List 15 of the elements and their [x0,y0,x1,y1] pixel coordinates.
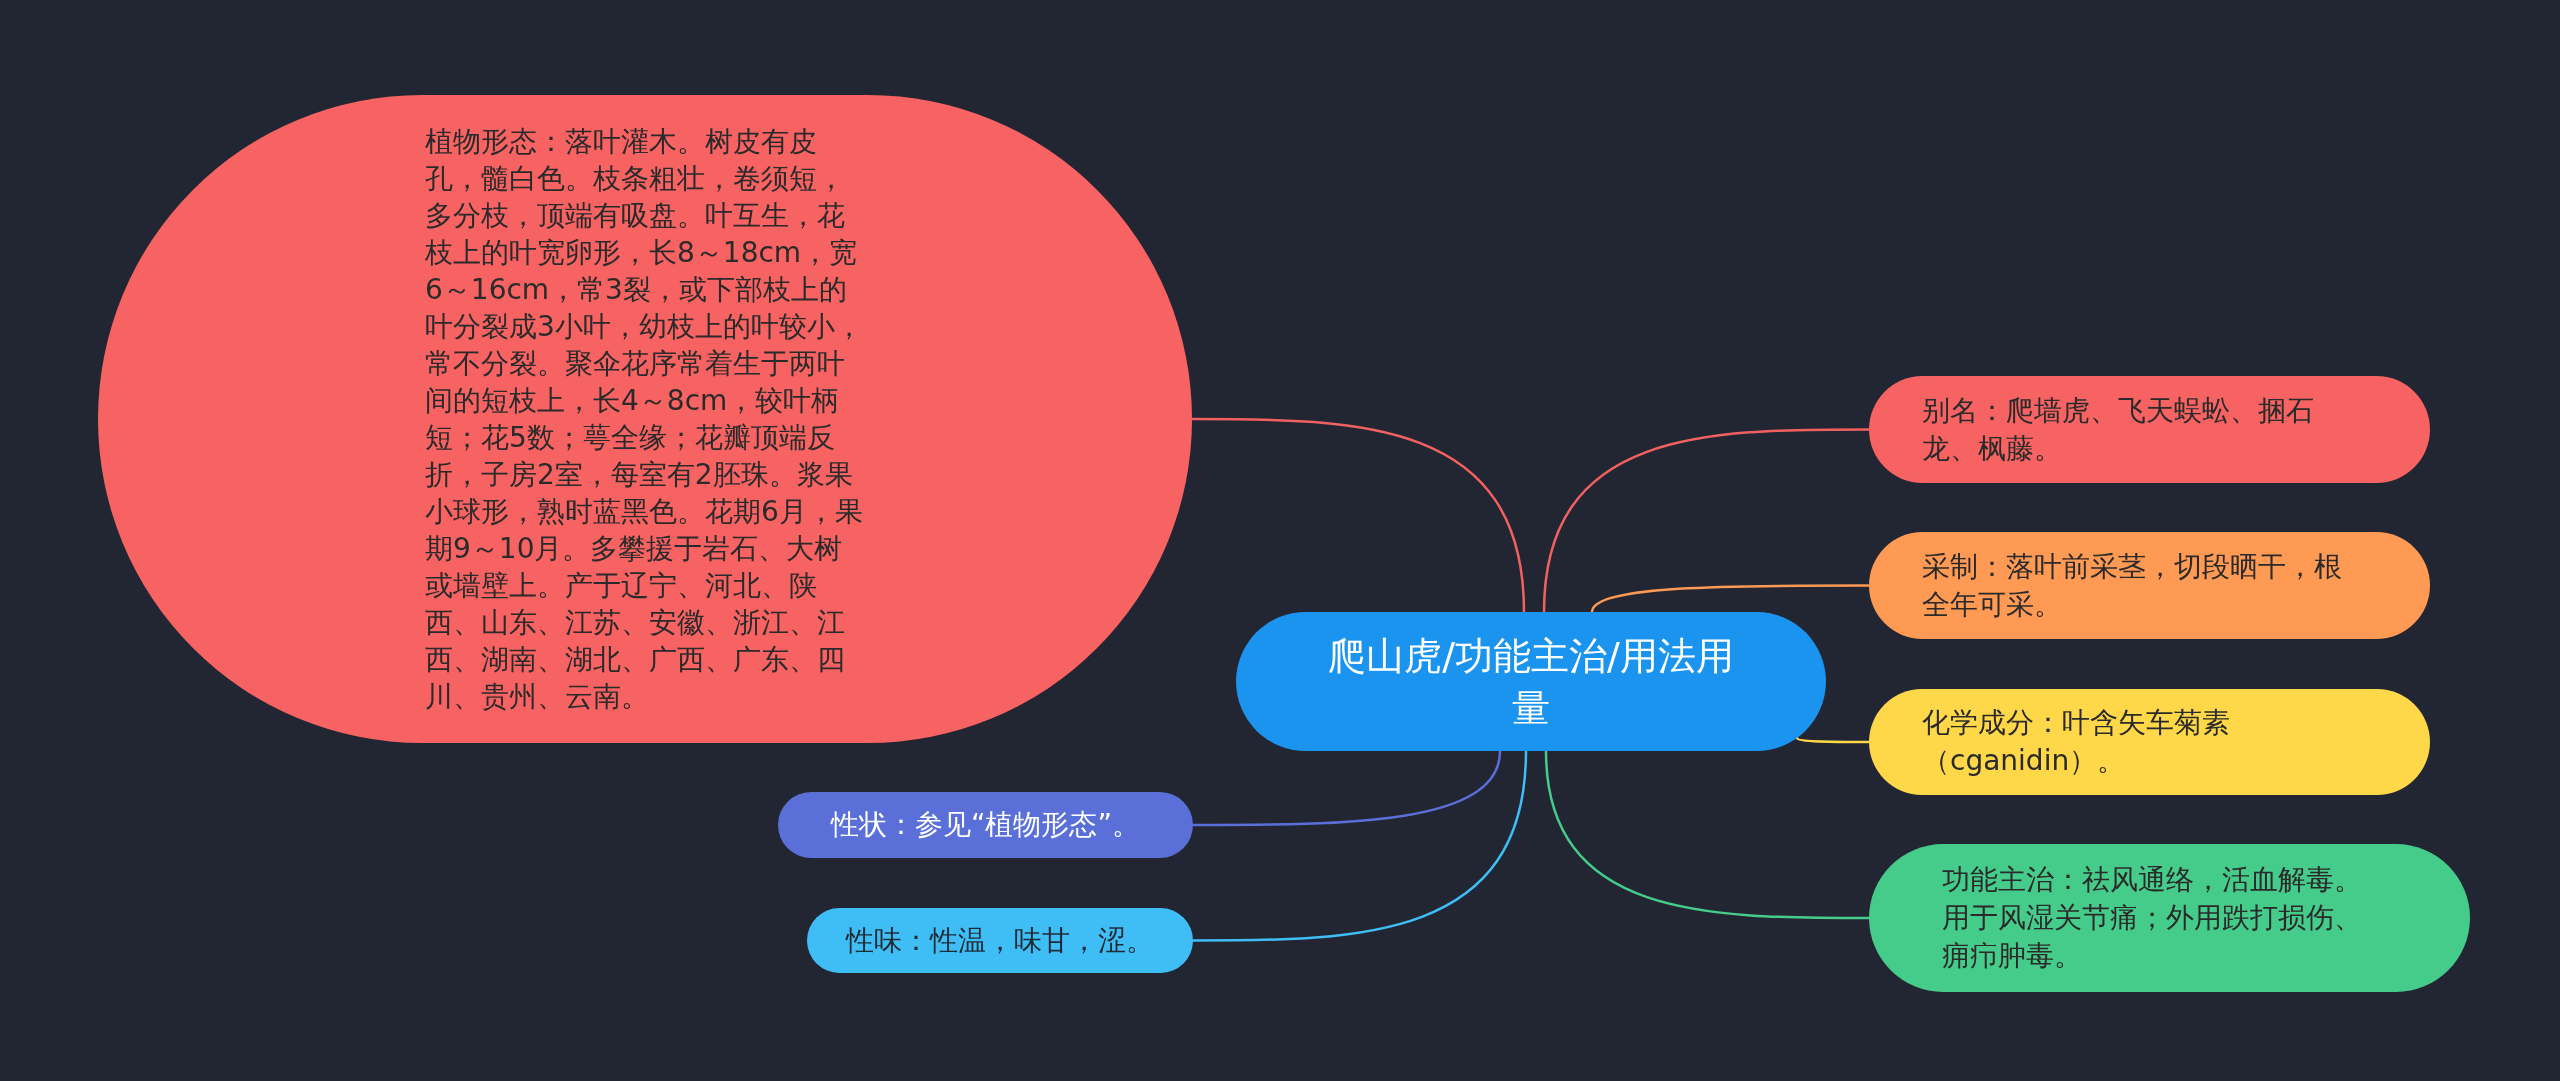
topic-text: 性状：参见“植物形态”。 [829,807,1141,843]
topic-text: 功能主治：祛风通络，活血解毒。用于风湿关节痛；外用跌打损伤、痈疖肿毒。 [1942,862,2363,974]
topic-text: 性味：性温，味甘，涩。 [844,922,1155,959]
connector-line [1191,749,1528,942]
connector-line [1590,584,1871,614]
topic-text: 采制：落叶前采茎，切段晒干，根全年可采。 [1922,548,2343,623]
connector-line [1544,749,1871,920]
connector-line [1542,428,1871,614]
topic-text: 别名：爬墙虎、飞天蜈蚣、捆石龙、枫藤。 [1922,392,2315,467]
topic-text: 植物形态：落叶灌木。树皮有皮孔，髓白色。枝条粗壮，卷须短，多分枝，顶端有吸盘。叶互生，花枝上的叶宽卵形，长8～18cm，宽6～16cm，常3裂，或下部枝上的叶分裂成3小叶，幼枝上的叶较小，常不分裂。聚伞花序常着生于两叶间的短枝上，长4～8cm，较叶柄短；花5数；萼全缘；花瓣顶端反折，子房2室，每室有2胚珠。浆果小球形，熟时蓝黑色。花期6月，果期9～10月。多攀援于岩石、大树或墙壁上。产于辽宁、河北、陕西、山东、江苏、安徽、浙江、江西、湖南、湖北、广西、广东、四川、贵州、云南。 [425,124,864,715]
topic-text: 爬山虎/功能主治/用法用量 [1327,632,1735,732]
connector-line [1191,749,1502,827]
topic-text: 化学成分：叶含矢车菊素（cganidin）。 [1922,705,2231,779]
connector-line [1795,736,1871,744]
connector-line [1190,417,1526,614]
